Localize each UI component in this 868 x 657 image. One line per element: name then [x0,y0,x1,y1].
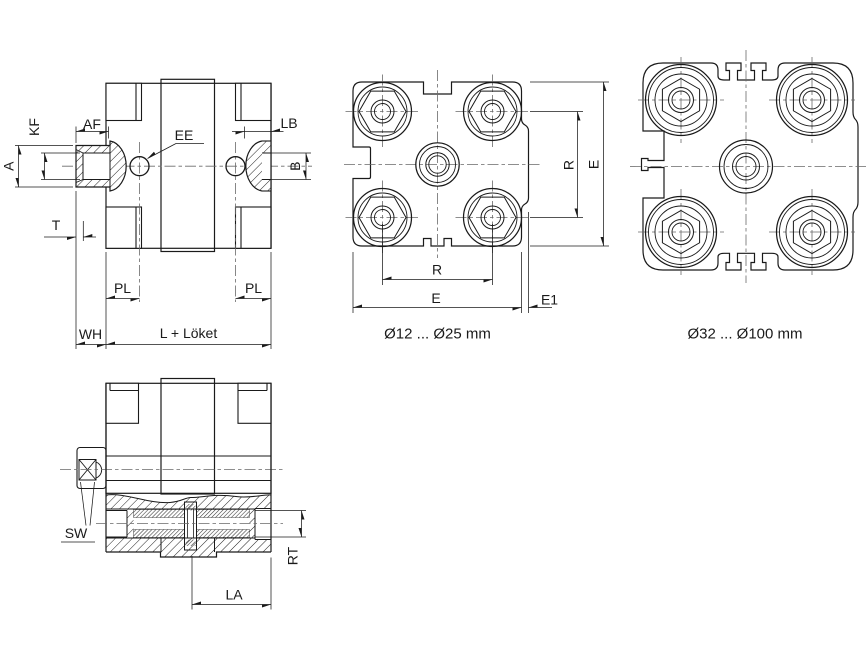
dim-label-wh: WH [79,326,102,342]
dim-label-r-horizontal: R [432,262,442,278]
center-rod-bore-large [718,139,774,194]
section-view: SW RT LA [60,377,306,610]
seal-strips [133,509,250,538]
bolt [344,73,421,150]
sensor-slot-blocks [105,82,272,249]
body-outline-small [352,81,530,247]
dim-label-r-vertical: R [561,160,577,170]
dim-label-af: AF [83,116,101,132]
dim-label-rt: RT [285,546,301,565]
dim-label-ee: EE [175,127,194,143]
front-view-small-dimensions [352,81,609,313]
rod-end-wrench-flats [76,446,107,490]
section-view-dimensions [61,481,306,610]
bolt [454,73,531,150]
dim-label-lb: LB [280,115,297,131]
dim-label-stroke-length: L + Löket [160,325,218,341]
side-view: A KF AF T EE LB B PL PL WH L + Löket [1,78,312,349]
bolt [768,56,856,144]
dim-label-la: LA [225,587,243,603]
cross-section [96,383,283,558]
dim-label-sw: SW [65,525,88,541]
side-view-dimensions [15,126,311,349]
dim-label-b: B [287,162,303,171]
piston [184,501,197,551]
cylinder-tube-band [160,78,216,253]
dim-label-e-vertical: E [586,160,602,169]
caption-small-range: Ø12 ... Ø25 mm [384,326,491,343]
front-view-small: R E R E E1 Ø12 ... Ø25 mm [344,70,609,343]
break-line [105,494,272,504]
bolt [637,188,725,276]
piston-rod-section [75,140,127,192]
dim-label-kf: KF [26,118,42,136]
rear-thread-cavity [245,83,272,249]
dim-label-e1: E1 [541,292,558,308]
bolt [768,188,856,276]
dim-label-a: A [1,161,17,171]
mounting-face-blocks [105,382,272,424]
dim-label-pl-left: PL [114,280,131,296]
dim-label-e-horizontal: E [431,290,440,306]
port-circle-left [129,156,150,177]
bolt [637,56,725,144]
dim-label-t: T [52,217,61,233]
tube-band [160,377,216,495]
port-circle-right [225,156,246,177]
center-rod-bore-small [415,142,460,187]
dim-label-pl-right: PL [245,280,262,296]
front-view-large: Ø32 ... Ø100 mm [630,50,866,343]
caption-large-range: Ø32 ... Ø100 mm [687,326,802,343]
body-outline-large [640,62,859,271]
